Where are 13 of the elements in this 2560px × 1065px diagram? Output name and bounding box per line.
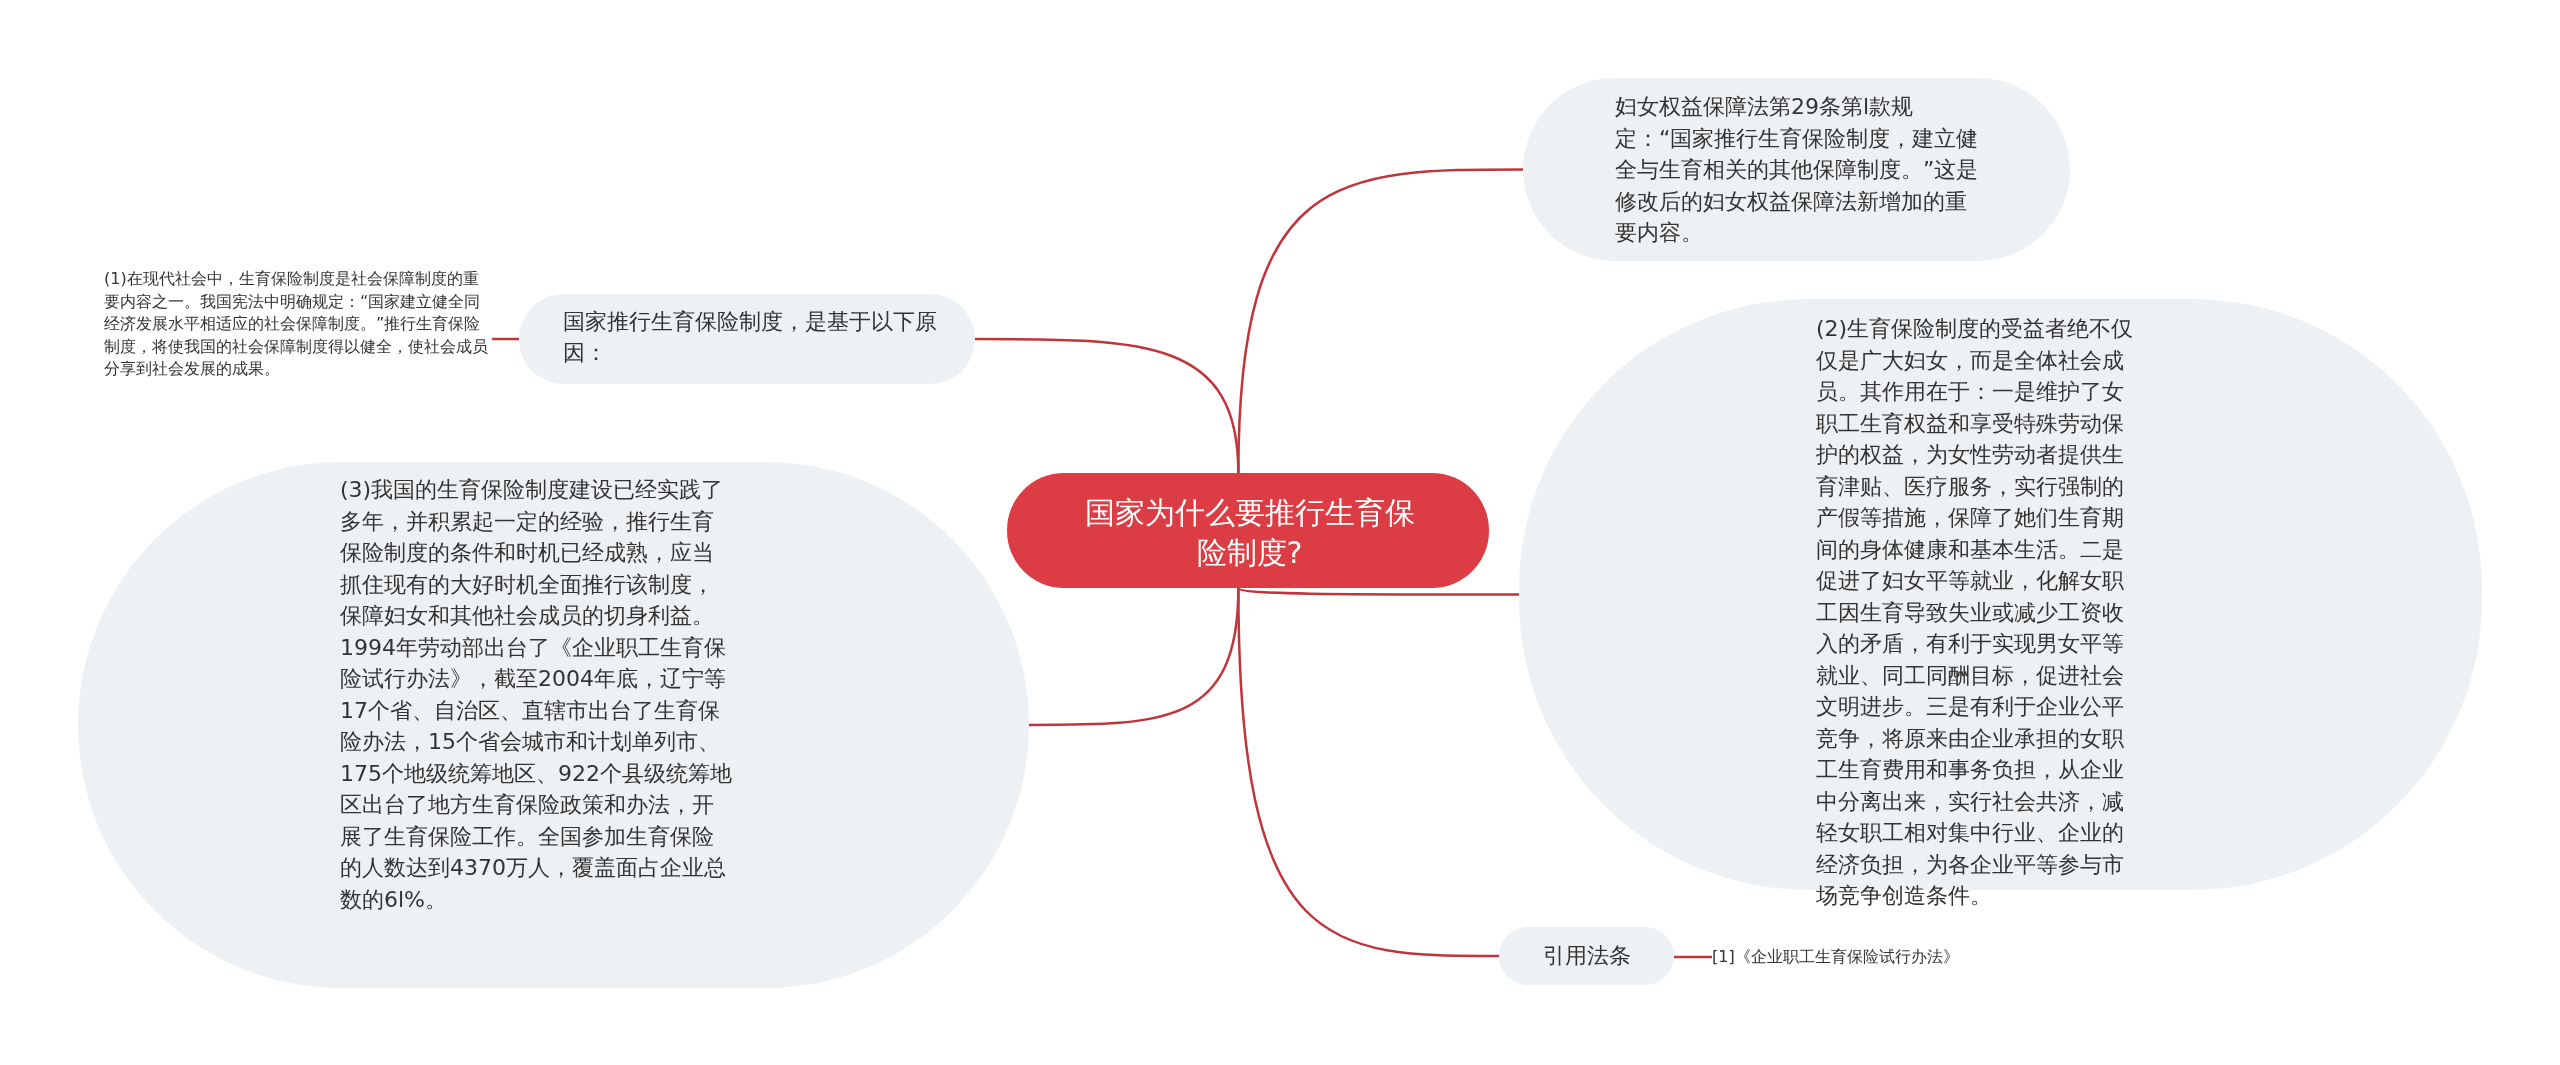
- node-text: (3)我国的生育保险制度建设已经实践了多年，并积累起一定的经验，推行生育保险制度的条件和时机已经成熟，应当抓住现有的大好时机全面推行该制度，保障妇女和其他社会成员的切身利益。1994年劳动部出台了《企业职工生育保险试行办法》，截至2004年底，辽宁等17个省、自治区、直辖市出台了生育保险办法，15个省会城市和计划单列市、175个地级统筹地区、922个县级统筹地区出台了地方生育保险政策和办法，开展了生育保险工作。全国参加生育保险的人数达到4370万人，覆盖面占企业总数的6l%。: [340, 476, 732, 914]
- connector-line: [1237, 586, 1519, 596]
- note-text: [1]《企业职工生育保险试行办法》: [1712, 943, 2012, 971]
- node-text: 国家为什么要推行生育保险制度?: [1083, 494, 1416, 572]
- connector-line: [1237, 587, 1499, 958]
- note-text: (1)在现代社会中，生育保险制度是社会保障制度的重要内容之一。我国宪法中明确规定：“国家建立健全同经济发展水平相适应的社会保障制度。”推行生育保险制度，将使我国的社会保障制度得以健全，使社会成员分享到社会发展的成果。: [104, 268, 492, 381]
- node-text: (2)生育保险制度的受益者绝不仅仅是广大妇女，而是全体社会成员。其作用在于：一是维护了女职工生育权益和享受特殊劳动保护的权益，为女性劳动者提供生育津贴、医疗服务，实行强制的产假等措施，保障了她们生育期间的身体健康和基本生活。二是促进了妇女平等就业，化解女职工因生育导致失业或减少工资收入的矛盾，有利于实现男女平等就业、同工同酬目标，促进社会文明进步。三是有利于企业公平竞争，将原来由企业承担的女职工生育费用和事务负担，从企业中分离出来，实行社会共济，减轻女职工相对集中行业、企业的经济负担，为各企业平等参与市场竞争创造条件。: [1816, 315, 2135, 910]
- connector-line: [1674, 955, 1712, 959]
- node-text: 妇女权益保障法第29条第l款规定：“国家推行生育保险制度，建立健全与生育相关的其他保障制度。”这是修改后的妇女权益保障法新增加的重要内容。: [1615, 93, 1980, 247]
- connector-line: [1237, 168, 1523, 474]
- node-text: 国家推行生育保险制度，是基于以下原因：: [563, 308, 938, 367]
- node-text: 引用法条: [1541, 942, 1632, 970]
- connector-line: [492, 337, 519, 341]
